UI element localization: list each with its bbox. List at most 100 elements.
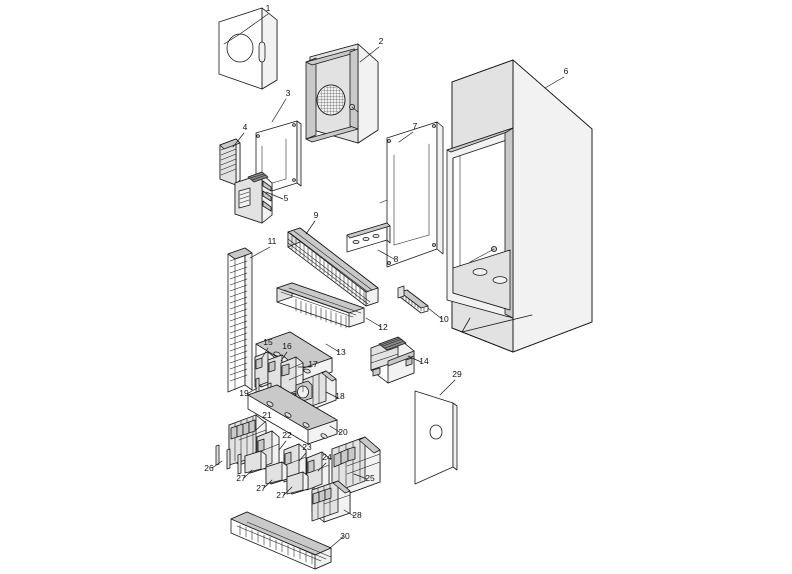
callout-terminal-cover-block: 27 — [256, 479, 273, 493]
callout-number: 20 — [338, 427, 348, 437]
part-30-terminal-block-base — [230, 511, 332, 570]
leader-line — [359, 46, 380, 63]
callout-number: 21 — [262, 410, 272, 420]
leader-line — [249, 246, 271, 259]
leader-line — [427, 307, 443, 320]
leader-line — [377, 249, 395, 260]
callout-number: 19 — [239, 388, 249, 398]
leader-line — [439, 379, 456, 396]
callout-back-mounting-panel: 7 — [398, 121, 418, 143]
leader-line — [283, 486, 293, 496]
callout-number: 4 — [243, 122, 248, 132]
part-11-vertical-terminal-strip — [227, 247, 253, 393]
callout-connector-terminal-small: 10 — [427, 307, 449, 324]
callout-fan-housing-assembly: 2 — [359, 36, 384, 63]
callout-relay-module-a: 22 — [278, 430, 292, 451]
callout-number: 14 — [419, 356, 429, 366]
callout-number: 13 — [336, 347, 346, 357]
leader-line — [232, 132, 245, 148]
leader-line — [398, 131, 414, 143]
part-28-overload-relay — [311, 480, 351, 523]
callout-contactor-four-pole: 21 — [255, 410, 272, 431]
callout-terminal-block-row-upper: 9 — [305, 210, 319, 235]
part-2-fan-housing-assembly — [305, 43, 379, 144]
part-6-main-enclosure-cabinet — [446, 59, 593, 353]
callout-relay-module-b: 23 — [298, 442, 312, 462]
callout-main-enclosure-cabinet: 6 — [544, 66, 569, 89]
part-27-terminal-cover-block-3 — [286, 471, 309, 495]
callout-number: 10 — [439, 314, 449, 324]
leader-line — [325, 391, 339, 399]
part-7-back-mounting-panel — [379, 121, 444, 268]
callout-control-transformer: 14 — [407, 355, 429, 366]
callout-number: 8 — [394, 254, 399, 264]
callout-number: 15 — [263, 337, 273, 347]
part-9-terminal-block-row-upper — [287, 227, 379, 307]
callout-number: 18 — [335, 391, 345, 401]
leader-line — [329, 425, 342, 434]
leader-line — [243, 469, 253, 479]
part-18-motor-starter-rotary — [295, 370, 337, 410]
callout-number: 12 — [378, 322, 388, 332]
callout-front-cover-panel: 1 — [223, 3, 271, 45]
part-4-filter-element — [219, 138, 241, 186]
callout-motor-starter-rotary: 18 — [325, 391, 345, 401]
part-8-din-rail-upper — [346, 222, 391, 253]
leader-line — [365, 317, 382, 328]
callout-relay-module-c: 24 — [317, 452, 332, 472]
callout-terminal-cover-block: 27 — [276, 486, 293, 500]
callout-circuit-breaker-middle: 16 — [280, 341, 292, 362]
callout-din-rail-middle: 13 — [325, 343, 346, 357]
leader-line — [211, 460, 223, 469]
leader-line — [325, 343, 340, 353]
leader-line — [305, 220, 316, 235]
callout-drive-controller-unit: 5 — [265, 191, 289, 203]
leader-line — [407, 355, 422, 363]
part-12-terminal-block-row-lower — [276, 282, 365, 329]
callout-mounting-pin-set-lower: 26 — [204, 460, 223, 473]
leader-line — [265, 191, 284, 200]
leader-line — [278, 440, 287, 451]
callout-din-rail-upper: 8 — [377, 249, 399, 264]
part-14-control-transformer — [370, 336, 415, 384]
callout-din-rail-lower: 20 — [329, 425, 348, 437]
part-29-side-filter-panel — [414, 390, 458, 485]
callout-number: 1 — [266, 3, 271, 13]
callout-number: 7 — [413, 121, 418, 131]
leader-line — [271, 98, 287, 123]
leader-line — [298, 452, 307, 462]
callout-filter-element: 4 — [232, 122, 248, 148]
part-1-front-cover-panel — [218, 7, 278, 90]
part-27-terminal-cover-block-1 — [244, 450, 267, 474]
callout-terminal-block-base: 30 — [329, 531, 350, 549]
leader-line — [263, 479, 273, 489]
part-5-drive-controller-unit — [234, 171, 273, 224]
callout-number: 17 — [308, 359, 318, 369]
callout-number: 26 — [204, 463, 214, 473]
leader-line — [280, 351, 288, 362]
callout-terminal-cover-block: 27 — [236, 469, 253, 483]
callout-number: 29 — [452, 369, 462, 379]
leader-line — [246, 387, 258, 395]
callout-number: 9 — [314, 210, 319, 220]
leader-line — [317, 462, 327, 472]
callout-number: 16 — [282, 341, 292, 351]
callout-number: 30 — [340, 531, 350, 541]
callout-circuit-breaker-right: 17 — [297, 359, 318, 369]
callout-number: 22 — [282, 430, 292, 440]
callout-circuit-breaker-left: 15 — [261, 337, 273, 359]
callout-number: 23 — [302, 442, 312, 452]
callout-overload-relay: 28 — [343, 509, 362, 520]
leader-line — [261, 347, 269, 359]
callout-number: 28 — [352, 510, 362, 520]
callout-number: 25 — [365, 473, 375, 483]
callout-number: 27 — [236, 473, 246, 483]
callout-number: 27 — [276, 490, 286, 500]
part-10-connector-terminal-small — [397, 285, 429, 314]
leader-line — [353, 473, 368, 480]
callout-number: 2 — [379, 36, 384, 46]
callout-number: 6 — [564, 66, 569, 76]
